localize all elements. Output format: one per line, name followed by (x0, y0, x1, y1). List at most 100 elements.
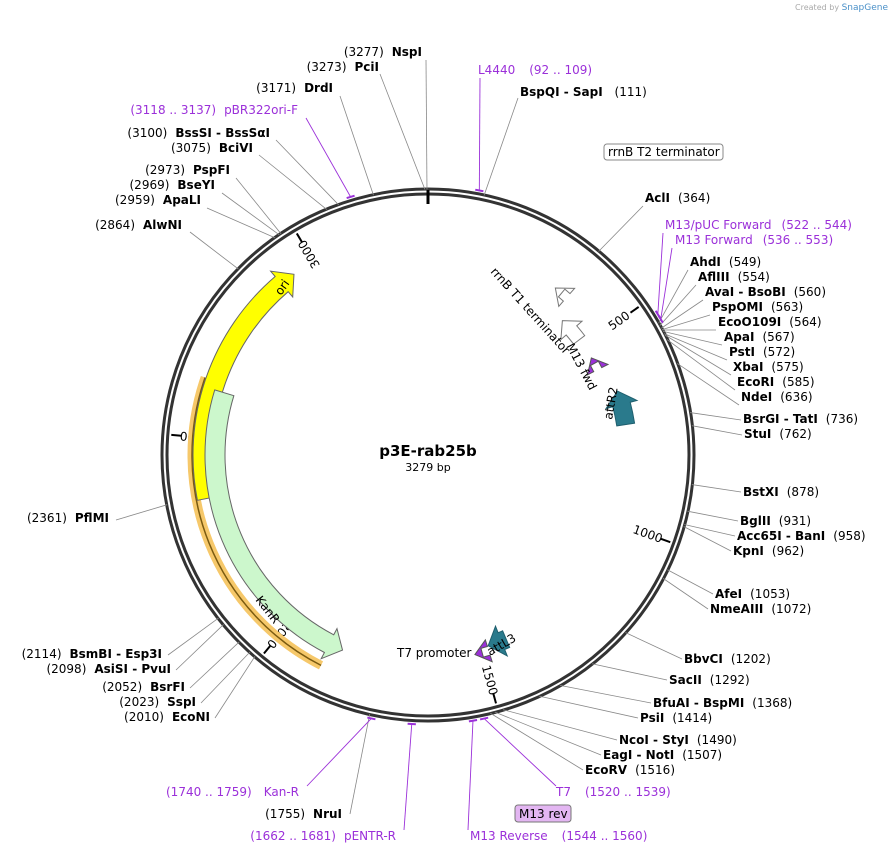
primer-name: T7 (555, 785, 571, 799)
svg-text:Acc65I - BanI(958): Acc65I - BanI(958) (737, 529, 866, 543)
enzyme-name: BspQI - SapI (520, 85, 603, 99)
enzyme-position: (2973) (145, 163, 185, 177)
enzyme-position: (2959) (115, 193, 155, 207)
enzyme-position: (564) (789, 315, 821, 329)
svg-text:StuI(762): StuI(762) (744, 427, 812, 441)
svg-text:NdeI(636): NdeI(636) (741, 390, 813, 404)
m13-fwd-label: M13 fwd (563, 341, 599, 393)
svg-text:SacII(1292): SacII(1292) (669, 673, 750, 687)
enzyme-name: ApaLI (163, 193, 201, 207)
primer-leader (657, 232, 664, 315)
enzyme-position: (931) (779, 514, 811, 528)
leader-line (235, 177, 282, 235)
enzyme-name: NcoI - StyI (619, 733, 689, 747)
m13-rev-box (514, 804, 572, 823)
feature-rrnb-t1-terminator (560, 320, 586, 345)
primer-range: (1544 .. 1560) (562, 829, 648, 843)
leader-line (662, 578, 709, 610)
enzyme-name: BseYI (177, 178, 215, 192)
enzyme-position: (736) (826, 412, 858, 426)
tick-mark (492, 693, 497, 704)
enzyme-name: StuI (744, 427, 771, 441)
enzyme-position: (364) (678, 191, 710, 205)
svg-text:(2361)PflMI: (2361) PflMI (27, 511, 109, 525)
enzyme-name: PspFI (193, 163, 230, 177)
leader-line (666, 339, 736, 391)
primer-name: L4440 (478, 63, 515, 77)
enzyme-name: NmeAIII (710, 602, 763, 616)
enzyme-name: SspI (167, 695, 196, 709)
svg-text:L4440(92 .. 109): L4440(92 .. 109) (478, 63, 592, 77)
enzyme-position: (878) (787, 485, 819, 499)
leader-line (502, 709, 618, 741)
leader-line (598, 205, 644, 252)
svg-text:(3075)BciVI: (3075)BciVI (171, 141, 253, 155)
enzyme-name: AsiSI - PvuI (94, 662, 171, 676)
svg-text:(2973)PspFI: (2973) PspFI (145, 163, 230, 177)
enzyme-name: PspOMI (712, 300, 763, 314)
enzyme-position: (2023) (119, 695, 159, 709)
enzyme-name: AlwNI (143, 218, 182, 232)
primer-labels: L4440(92 .. 109) (3118 .. 3137)pBR322ori… (130, 63, 852, 843)
tick-mark (660, 537, 671, 544)
enzyme-name: NspI (392, 45, 422, 59)
brand-name: SnapGene (841, 3, 888, 13)
feature-t7-promoter (474, 638, 493, 663)
svg-text:(2959)ApaLI: (2959) ApaLI (115, 193, 201, 207)
primer-site (367, 716, 376, 721)
svg-text:BsrGI - TatI(736): BsrGI - TatI (736) (743, 412, 858, 426)
kanr-highlight-line (191, 377, 322, 667)
enzyme-position: (3277) (344, 45, 384, 59)
enzyme-position: (572) (763, 345, 795, 359)
feature-attr2 (604, 390, 639, 427)
svg-text:(3277)NspI: (3277) NspI (344, 45, 422, 59)
enzyme-position: (575) (771, 360, 803, 374)
enzyme-name: NruI (313, 807, 342, 821)
svg-text:AvaI - BsoBI(560): AvaI - BsoBI(560) (705, 285, 826, 299)
leader-line (684, 524, 736, 537)
plasmid-length: 3279 bp (405, 461, 450, 474)
leader-line (206, 207, 276, 239)
svg-text:(3273)PciI: (3273)PciI (307, 60, 379, 74)
svg-text:(2023)SspI: (2023) SspI (119, 695, 196, 709)
primer-name: M13 Forward (675, 233, 753, 247)
svg-text:NmeAIII(1072): NmeAIII(1072) (710, 602, 811, 616)
plasmid-name: p3E-rab25b (379, 442, 477, 460)
enzyme-position: (111) (615, 85, 647, 99)
leader-line (625, 632, 683, 660)
svg-text:AfeI(1053): AfeI(1053) (715, 587, 790, 601)
tick-mark (629, 306, 640, 314)
rrnb-t2-box (603, 143, 724, 161)
enzyme-name: BglII (740, 514, 771, 528)
enzyme-name: PciI (355, 60, 380, 74)
enzyme-name: BsrGI - TatI (743, 412, 818, 426)
svg-text:M13 Reverse(1544 .. 1560): M13 Reverse(1544 .. 1560) (470, 829, 647, 843)
leader-line (167, 617, 219, 656)
primer-range: (1662 .. 1681) (250, 829, 336, 843)
svg-text:PstI(572): PstI(572) (729, 345, 795, 359)
enzyme-position: (1053) (750, 587, 790, 601)
enzyme-labels-left: (3277)NspI (3273)PciI (3171)DrdI (3100)B… (22, 45, 422, 821)
leader-line (483, 97, 519, 196)
enzyme-name: BbvCI (684, 652, 723, 666)
enzyme-position: (2052) (102, 680, 142, 694)
enzyme-name: PflMI (75, 511, 109, 525)
enzyme-position: (2361) (27, 511, 67, 525)
enzyme-name: BssSI - BssSαI (175, 126, 270, 140)
enzyme-position: (636) (780, 390, 812, 404)
leader-line (663, 333, 728, 361)
leader-line (691, 425, 743, 436)
leader-line (661, 299, 704, 329)
primer-site (468, 719, 478, 723)
svg-text:XbaI(575): XbaI(575) (733, 360, 804, 374)
enzyme-position: (1368) (752, 696, 792, 710)
svg-text:T7(1520 .. 1539): T7(1520 .. 1539) (555, 785, 671, 799)
enzyme-position: (549) (729, 255, 761, 269)
svg-text:(3118 .. 3137)pBR322ori-F: (3118 .. 3137)pBR322ori-F (130, 103, 298, 117)
svg-text:(2114)BsmBI - Esp3I: (2114)BsmBI - Esp3I (22, 647, 162, 661)
leader-line (664, 334, 732, 376)
svg-text:AhdI(549): AhdI(549) (690, 255, 761, 269)
enzyme-position: (1755) (265, 807, 305, 821)
enzyme-name: AflIII (698, 270, 730, 284)
leader-line (490, 712, 584, 771)
